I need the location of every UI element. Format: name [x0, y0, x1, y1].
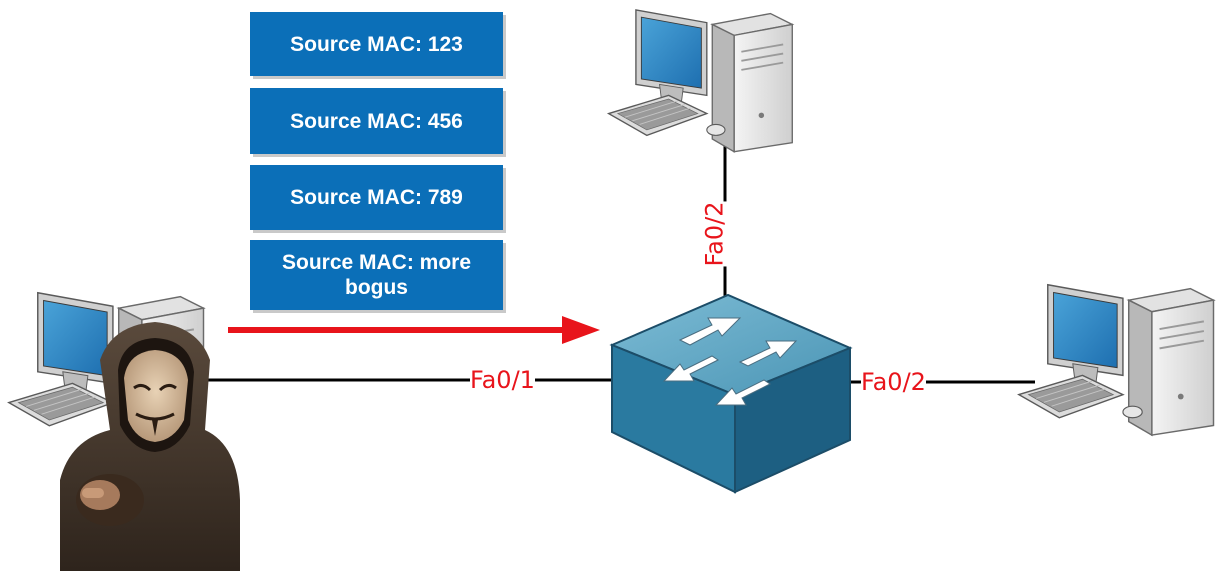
frame-label-1: Source MAC: 123 — [290, 32, 463, 56]
flood-arrow — [228, 316, 600, 344]
switch-icon — [609, 293, 853, 494]
frame-label-3: Source MAC: 789 — [290, 186, 463, 209]
top-pc-icon — [607, 8, 794, 153]
frame-label-2: Source MAC: 456 — [290, 109, 463, 133]
port-label-fa0-2-right: Fa0/2 — [861, 368, 926, 396]
frame-box-1: Source MAC: 123 — [250, 12, 503, 76]
frame-box-4: Source MAC: more bogus — [250, 240, 503, 310]
right-pc-icon — [1017, 283, 1215, 437]
frame-label-4: Source MAC: more bogus — [281, 251, 472, 299]
frame-box-3: Source MAC: 789 — [250, 165, 503, 230]
hooded-hacker-icon — [60, 322, 240, 571]
port-label-fa0-1: Fa0/1 — [470, 366, 535, 394]
frame-box-2: Source MAC: 456 — [250, 88, 503, 154]
port-label-fa0-2-top: Fa0/2 — [700, 201, 729, 267]
